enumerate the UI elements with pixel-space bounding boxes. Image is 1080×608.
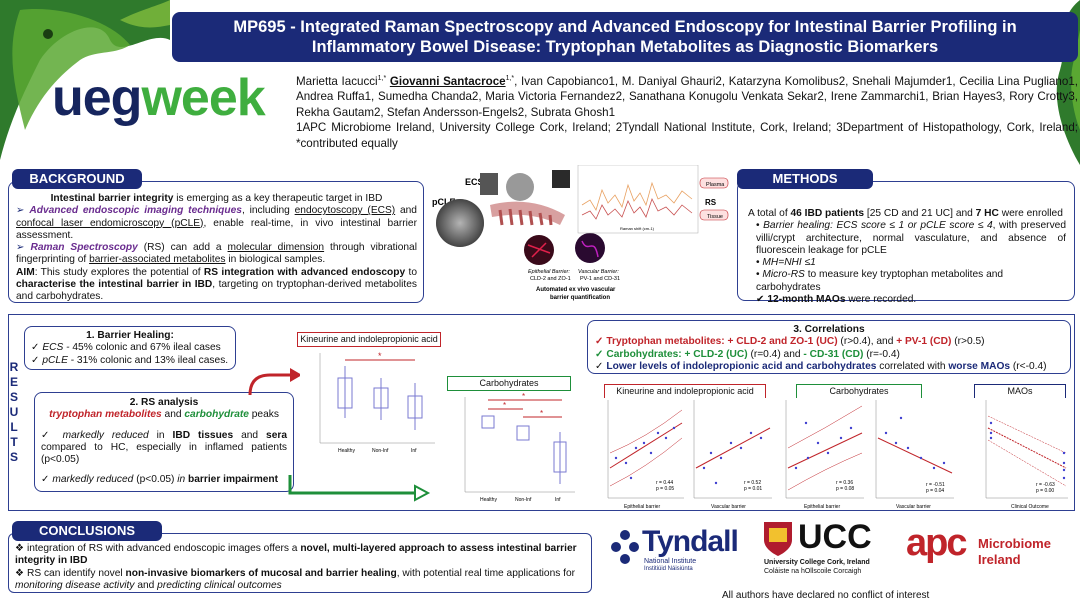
svg-text:Vascular barrier: Vascular barrier <box>711 504 746 510</box>
svg-text:r = -0.51: r = -0.51 <box>926 482 945 488</box>
svg-text:p = 0.05: p = 0.05 <box>656 486 674 492</box>
svg-text:Epithelial barrier: Epithelial barrier <box>804 504 840 510</box>
svg-text:Vascular barrier: Vascular barrier <box>896 504 931 510</box>
svg-text:RS: RS <box>705 198 717 207</box>
background-header: BACKGROUND <box>12 169 142 189</box>
scatter-2: r = 0.52p = 0.01 Vascular barrier <box>693 400 772 510</box>
kia-boxplot: * Healthy Non-Inf Inf <box>300 348 440 456</box>
tyndall-icon <box>611 530 639 564</box>
svg-text:r = 0.36: r = 0.36 <box>836 480 853 486</box>
presenter-name: Giovanni Santacroce <box>389 74 506 88</box>
methods-section: A total of 46 IBD patients [25 CD and 21… <box>737 181 1075 305</box>
conclusions-section: ❖ integration of RS with advanced endosc… <box>8 533 592 593</box>
barrier-healing-box: 1. Barrier Healing: ✓ ECS - 45% colonic … <box>24 326 236 370</box>
carb-boxplot: * * * Healthy Non-Inf Inf <box>450 392 578 504</box>
svg-text:p = 0.04: p = 0.04 <box>926 488 944 494</box>
svg-text:*: * <box>378 351 382 361</box>
svg-text:Epithelial Barrier:: Epithelial Barrier: <box>528 269 570 275</box>
results-section <box>8 314 1075 511</box>
caption-carb-boxplot: Carbohydrates <box>447 376 571 391</box>
svg-text:Healthy: Healthy <box>480 497 497 503</box>
svg-text:r = 0.44: r = 0.44 <box>656 480 673 486</box>
svg-text:*: * <box>540 409 543 418</box>
caption-kia-scatter: Kineurine and indolepropionic acid <box>604 384 766 399</box>
background-section: Intestinal barrier integrity is emerging… <box>8 181 424 303</box>
caption-mao: MAOs <box>974 384 1066 399</box>
svg-text:barrier quantification: barrier quantification <box>550 295 610 301</box>
svg-text:ECS: ECS <box>465 177 484 187</box>
svg-text:Non-Inf: Non-Inf <box>372 448 389 454</box>
svg-text:CLD-2 and ZO-1: CLD-2 and ZO-1 <box>530 276 571 282</box>
caption-carb-scatter: Carbohydrates <box>796 384 922 399</box>
correlations-box: 3. Correlations ✓ Tryptophan metabolites… <box>587 320 1071 374</box>
lizard-image <box>0 0 170 160</box>
svg-text:*: * <box>503 401 506 410</box>
svg-text:Inf: Inf <box>555 497 561 503</box>
svg-text:Raman shift (cm-1): Raman shift (cm-1) <box>620 226 655 231</box>
ueg-week-logo: uegweek <box>52 69 266 127</box>
svg-text:Inf: Inf <box>411 448 417 454</box>
poster-title: MP695 - Integrated Raman Spectroscopy an… <box>172 12 1078 62</box>
scatter-1: r = 0.44p = 0.05 Epithelial barrier <box>607 400 684 510</box>
svg-text:Healthy: Healthy <box>338 448 355 454</box>
svg-text:p = 0.01: p = 0.01 <box>744 486 762 492</box>
scatter-3: r = 0.36p = 0.08 Epithelial barrier <box>785 400 864 510</box>
svg-text:PV-1 and CD-31: PV-1 and CD-31 <box>580 276 620 282</box>
methods-header: METHODS <box>737 169 873 189</box>
svg-text:p = 0.08: p = 0.08 <box>836 486 854 492</box>
svg-text:Vascular Barrier:: Vascular Barrier: <box>578 269 619 275</box>
svg-text:Epithelial barrier: Epithelial barrier <box>624 504 660 510</box>
ucc-crest-icon <box>764 522 792 556</box>
rs-analysis-box: 2. RS analysis tryptophan metabolites an… <box>34 392 294 492</box>
conclusions-header: CONCLUSIONS <box>12 521 162 541</box>
caption-kia-boxplot: Kineurine and indolepropionic acid <box>297 332 441 347</box>
title-line-1: MP695 - Integrated Raman Spectroscopy an… <box>233 18 1017 36</box>
authors-block: Marietta Iacucci1,* Giovanni Santacroce1… <box>296 74 1078 150</box>
ucc-logo: UCC University College Cork, Ireland Col… <box>764 518 872 575</box>
arrows <box>248 368 431 502</box>
conflict-statement: All authors have declared no conflict of… <box>722 590 930 601</box>
svg-text:*: * <box>522 392 525 401</box>
scatter-4: r = -0.51p = 0.04 Vascular barrier <box>875 400 954 510</box>
svg-text:Non-Inf: Non-Inf <box>515 497 532 503</box>
scatter-plots: r = 0.44p = 0.05 Epithelial barrier r = … <box>596 398 1072 510</box>
svg-text:Automated ex vivo vascular: Automated ex vivo vascular <box>536 287 616 293</box>
svg-text:Tissue: Tissue <box>707 214 723 220</box>
methods-figure: ECS pCLE Epithelial Barrier: CLD-2 and Z… <box>432 165 729 301</box>
svg-text:Plasma: Plasma <box>706 182 725 188</box>
apc-logo: apc Microbiome Ireland <box>906 522 1051 567</box>
svg-text:p = 0.00: p = 0.00 <box>1036 488 1054 494</box>
svg-text:r = 0.52: r = 0.52 <box>744 480 761 486</box>
scatter-5: r = -0.63p = 0.00 Clinical Outcome <box>985 400 1068 510</box>
svg-text:r = -0.63: r = -0.63 <box>1036 482 1055 488</box>
svg-text:pCLE: pCLE <box>432 197 456 207</box>
svg-text:Clinical Outcome: Clinical Outcome <box>1011 504 1049 510</box>
affiliations: 1APC Microbiome Ireland, University Coll… <box>296 121 1078 150</box>
tyndall-logo: Tyndall National Institute Institiúid Ná… <box>610 525 740 575</box>
title-line-2: Inflammatory Bowel Disease: Tryptophan M… <box>311 38 939 56</box>
